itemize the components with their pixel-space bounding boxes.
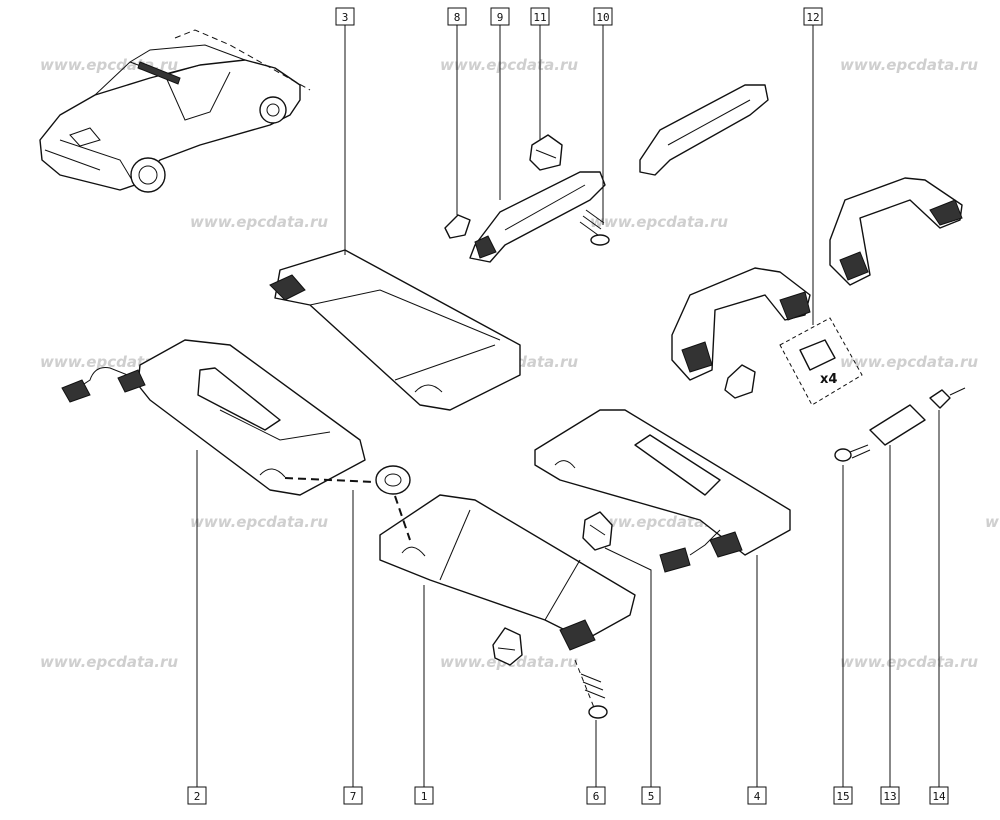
callout-label: 9 — [497, 11, 504, 24]
clip-11 — [529, 134, 563, 171]
clip-kit-12: x4 — [779, 317, 863, 406]
grab-handle-top — [639, 84, 769, 176]
sun-visor-4 — [534, 409, 791, 573]
sun-visor-3 — [269, 249, 521, 411]
callout-label: 2 — [194, 790, 201, 803]
screw-6 — [574, 659, 608, 719]
multiplier-label: x4 — [820, 372, 837, 387]
watermark-text: www.epcdata.ru — [985, 513, 1000, 531]
watermark-text: www.epcdata.ru — [40, 653, 178, 671]
callout-11: 11 — [530, 7, 550, 26]
callout-label: 8 — [454, 11, 461, 24]
screw-10 — [579, 209, 610, 246]
callout-label: 1 — [421, 790, 428, 803]
visor-clip-lower — [492, 627, 523, 666]
callout-3: 3 — [335, 7, 355, 26]
sun-visor-2 — [61, 339, 366, 496]
grab-handle-9 — [469, 171, 606, 263]
watermark-text: www.epcdata.ru — [190, 213, 328, 231]
callout-14: 14 — [929, 786, 949, 805]
callout-12: 12 — [803, 7, 823, 26]
watermark-text: www.epcdata.ru — [440, 56, 578, 74]
callout-1: 1 — [414, 786, 434, 805]
clip-8 — [444, 214, 471, 239]
sun-visor-1 — [379, 494, 636, 651]
callout-label: 14 — [932, 790, 946, 803]
callout-10: 10 — [593, 7, 613, 26]
car-illustration — [39, 29, 311, 193]
callout-6: 6 — [586, 786, 606, 805]
callout-label: 11 — [533, 11, 546, 24]
callout-label: 4 — [754, 790, 761, 803]
callout-8: 8 — [447, 7, 467, 26]
grab-handle-left — [671, 267, 811, 381]
spacer-13 — [869, 404, 926, 446]
callout-label: 5 — [648, 790, 655, 803]
screw-15 — [834, 444, 871, 462]
watermark-text: www.epcdata.ru — [590, 213, 728, 231]
callout-label: 12 — [806, 11, 819, 24]
watermark-text: www.epcdata.ru — [840, 653, 978, 671]
callout-label: 7 — [350, 790, 357, 803]
cap-14 — [929, 387, 966, 409]
callout-7: 7 — [343, 786, 363, 805]
visor-clip-7 — [284, 465, 411, 541]
handle-clip — [724, 364, 756, 399]
watermark-text: www.epcdata.ru — [840, 353, 978, 371]
leader-lines — [196, 24, 940, 790]
callout-2: 2 — [187, 786, 207, 805]
callout-9: 9 — [490, 7, 510, 26]
callout-label: 3 — [342, 11, 349, 24]
callout-4: 4 — [747, 786, 767, 805]
callout-label: 10 — [596, 11, 609, 24]
grab-handle-right — [829, 177, 963, 286]
callout-label: 6 — [593, 790, 600, 803]
callout-5: 5 — [641, 786, 661, 805]
callout-label: 13 — [883, 790, 896, 803]
watermark-text: www.epcdata.ru — [190, 513, 328, 531]
callout-label: 15 — [836, 790, 849, 803]
watermark-text: www.epcdata.ru — [840, 56, 978, 74]
callout-15: 15 — [833, 786, 853, 805]
visor-clip-5 — [582, 511, 613, 551]
callout-13: 13 — [880, 786, 900, 805]
